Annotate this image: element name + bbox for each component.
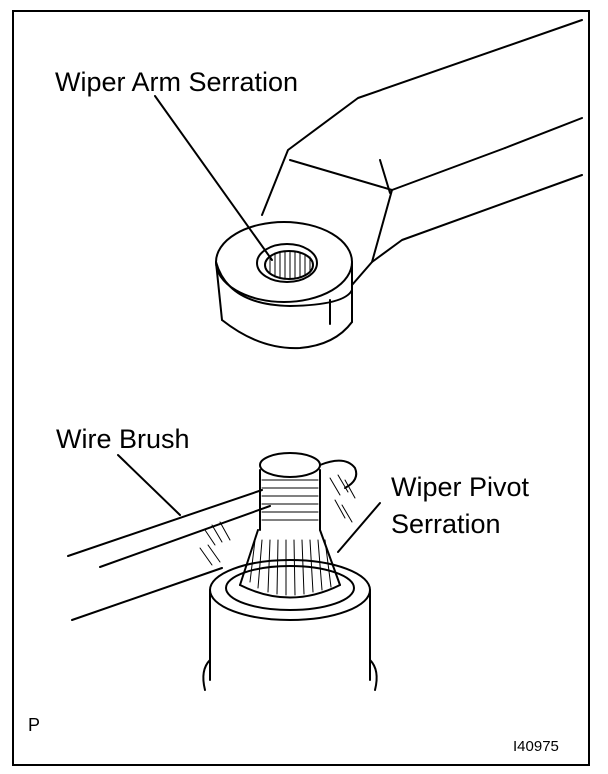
corner-mark: P xyxy=(28,715,41,735)
wiper-arm-drawing xyxy=(215,19,583,350)
label-wire-brush: Wire Brush xyxy=(56,424,190,454)
label-wiper-pivot-line1: Wiper Pivot xyxy=(391,472,530,502)
pivot-serration-hatch xyxy=(199,474,356,596)
figure-frame xyxy=(12,10,590,766)
wire-brush-drawing xyxy=(67,489,271,621)
label-wiper-pivot-serration: Wiper Pivot Serration xyxy=(391,469,529,543)
arm-serration-leader xyxy=(154,95,273,261)
label-wiper-arm-serration: Wiper Arm Serration xyxy=(55,67,299,97)
wiper-pivot-drawing xyxy=(202,452,378,691)
figure-id: I40975 xyxy=(513,738,559,755)
pivot-serration-leader xyxy=(337,502,381,553)
arm-serration-hatch xyxy=(269,250,311,280)
wire-brush-leader xyxy=(117,454,181,516)
label-wiper-pivot-line2: Serration xyxy=(391,509,501,539)
